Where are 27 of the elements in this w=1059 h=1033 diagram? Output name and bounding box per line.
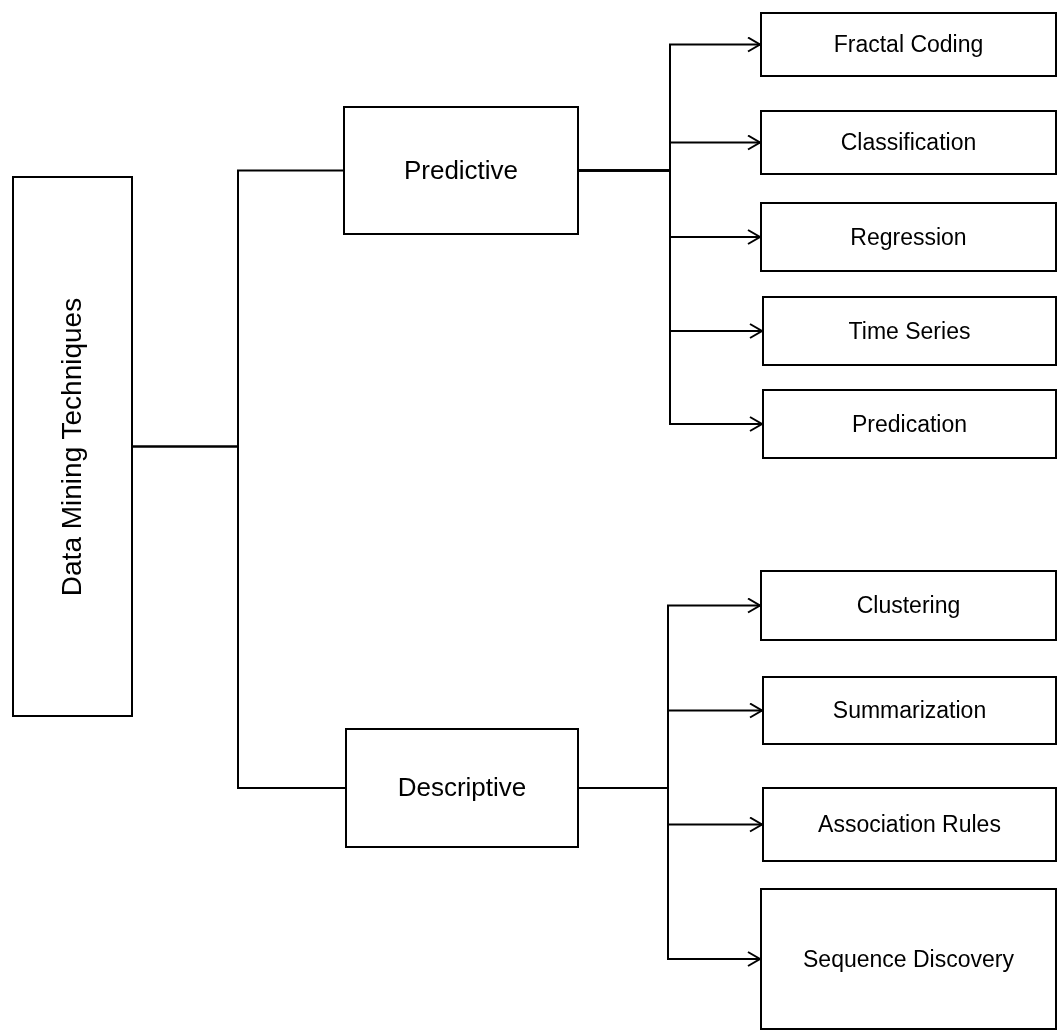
category-box <box>762 787 1057 862</box>
box-label: Association Rules <box>817 810 1002 840</box>
category-box <box>343 106 579 235</box>
box-label: Sequence Discovery <box>802 944 1015 974</box>
box-label: Clustering <box>855 591 962 621</box>
box-label: Time Series <box>847 316 972 346</box>
box-label: Predication <box>850 409 969 439</box>
category-box <box>762 296 1057 366</box>
box-label: Data Mining Techniques <box>55 297 89 596</box>
category-box <box>762 676 1057 745</box>
box-label: Summarization <box>831 696 988 726</box>
category-box <box>762 389 1057 459</box>
category-box <box>760 888 1057 1030</box>
connector-line <box>132 445 346 789</box>
box-label: Regression <box>849 222 968 252</box>
category-box <box>760 570 1057 641</box>
category-box <box>760 12 1057 77</box>
category-box <box>345 728 579 848</box>
box-label: Fractal Coding <box>832 30 985 60</box>
root-box <box>12 176 133 717</box>
category-box <box>760 202 1057 272</box>
box-label: Descriptive <box>396 771 528 805</box>
box-label: Predictive <box>402 153 520 187</box>
arrow <box>578 169 763 432</box>
box-label: Classification <box>839 128 978 158</box>
arrow <box>578 787 761 967</box>
category-box <box>760 110 1057 175</box>
